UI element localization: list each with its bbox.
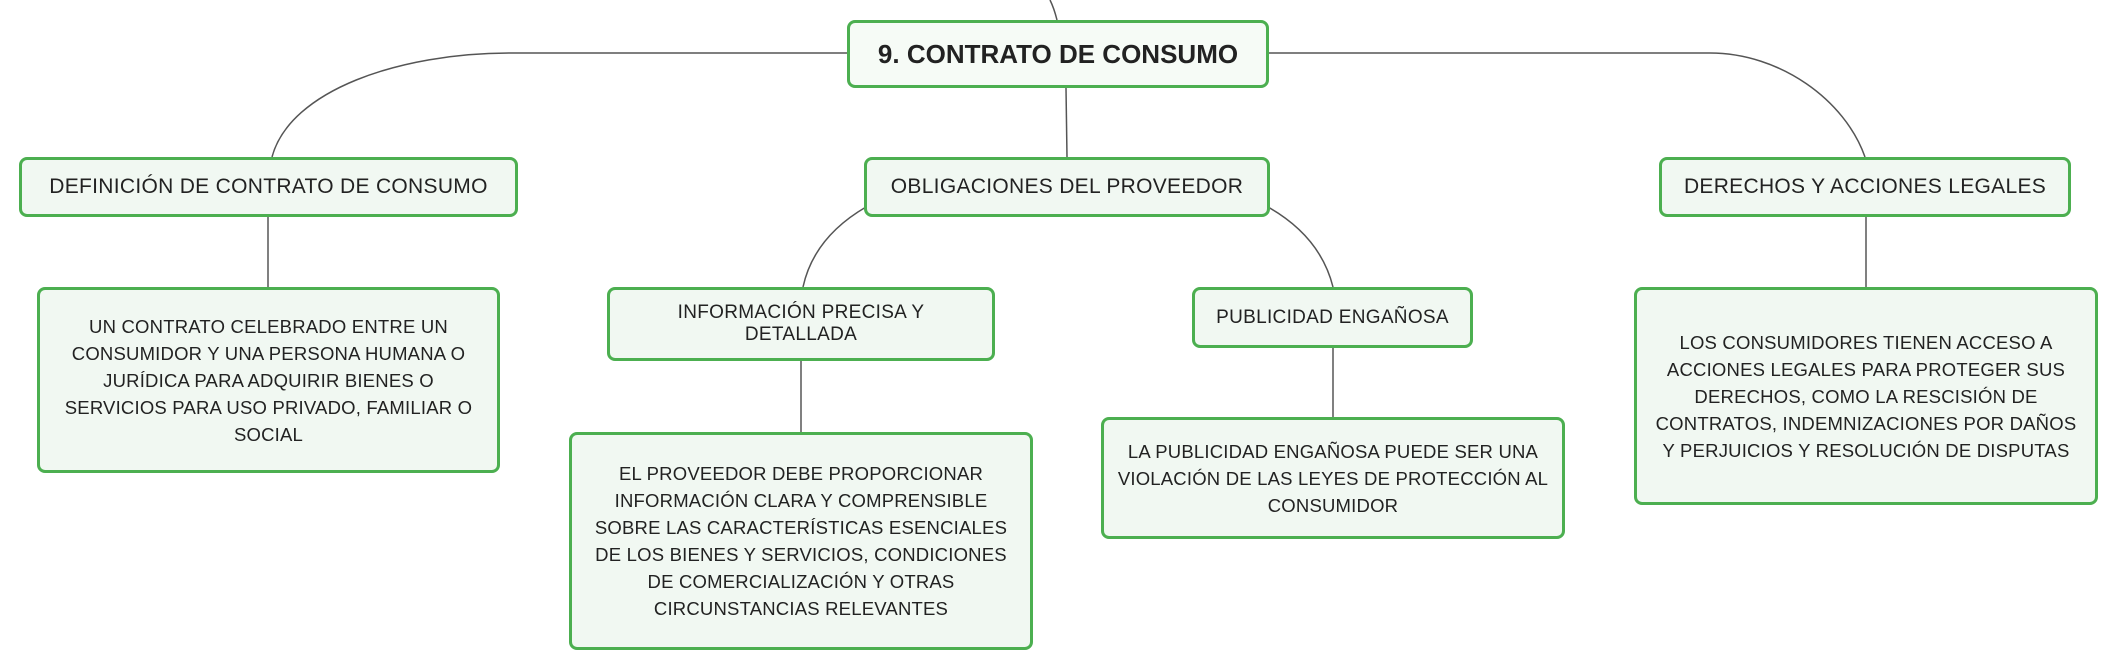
connector-root-parent [1049,0,1058,21]
definition-detail-text: UN CONTRATO CELEBRADO ENTRE UN CONSUMIDO… [64,315,473,445]
connector-root-obligations [1065,87,1068,158]
subtopic-advertising[interactable]: PUBLICIDAD ENGAÑOSA [1192,287,1473,348]
information-detail-text: EL PROVEEDOR DEBE PROPORCIONAR INFORMACI… [594,463,1008,619]
topic-definition[interactable]: DEFINICIÓN DE CONTRATO DE CONSUMO [19,157,518,217]
definition-detail[interactable]: UN CONTRATO CELEBRADO ENTRE UN CONSUMIDO… [37,287,500,473]
subtopic-information[interactable]: INFORMACIÓN PRECISA Y DETALLADA [607,287,995,361]
topic-rights-label: DERECHOS Y ACCIONES LEGALES [1683,175,2047,198]
connector-root-definition [271,52,848,158]
topic-rights[interactable]: DERECHOS Y ACCIONES LEGALES [1659,157,2071,217]
connector-obligations-advertising [1267,206,1334,288]
central-topic[interactable]: 9. CONTRATO DE CONSUMO [847,20,1269,88]
topic-obligations[interactable]: OBLIGACIONES DEL PROVEEDOR [864,157,1270,217]
rights-detail-text: LOS CONSUMIDORES TIENEN ACCESO A ACCIONE… [1655,331,2077,461]
topic-obligations-label: OBLIGACIONES DEL PROVEEDOR [890,175,1244,198]
subtopic-information-label: INFORMACIÓN PRECISA Y DETALLADA [677,302,925,345]
advertising-detail[interactable]: LA PUBLICIDAD ENGAÑOSA PUEDE SER UNA VIO… [1101,417,1565,539]
subtopic-advertising-label: PUBLICIDAD ENGAÑOSA [1216,306,1449,328]
connector-root-rights [1268,52,1866,158]
information-detail[interactable]: EL PROVEEDOR DEBE PROPORCIONAR INFORMACI… [569,432,1033,650]
central-topic-label: 9. CONTRATO DE CONSUMO [877,38,1239,69]
advertising-detail-text: LA PUBLICIDAD ENGAÑOSA PUEDE SER UNA VIO… [1117,440,1549,516]
topic-definition-label: DEFINICIÓN DE CONTRATO DE CONSUMO [49,175,488,198]
connector-obligations-information [802,206,867,288]
rights-detail[interactable]: LOS CONSUMIDORES TIENEN ACCESO A ACCIONE… [1634,287,2098,505]
